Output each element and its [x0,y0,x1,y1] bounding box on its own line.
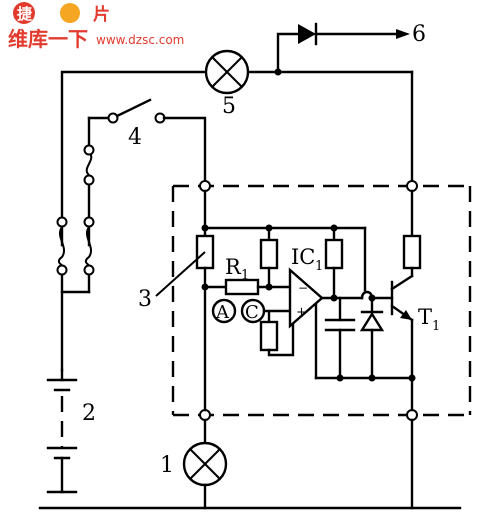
label-6: 6 [412,22,426,47]
label-4: 4 [128,125,142,150]
label-ic1-sub: 1 [315,259,323,274]
watermark-char-2: 片 [93,4,110,25]
watermark-brand: 维库一下 [8,27,88,51]
arrow-right-icon [396,29,410,39]
fuse-switch-column: 4 [56,98,207,372]
label-1: 1 [160,453,174,478]
label-ic1: IC [291,245,315,269]
diode-top-icon [298,24,316,44]
watermark-logo-icon [13,2,35,24]
label-r1: R [225,255,242,279]
switch-4-lever [115,98,152,118]
lamp-1: 1 [160,418,228,510]
resistor-bias [259,238,279,270]
resistor-pullup [324,238,344,270]
switch-contact-left [107,112,119,124]
label-r1-sub: 1 [241,268,249,283]
watermark-url: www.dzsc.com [96,33,184,47]
ic1-minus: − [298,281,308,295]
watermark: 捷 片 维库一下 www.dzsc.com [8,2,184,51]
ground-rails [38,418,462,510]
meter-a-label: A [215,302,230,323]
diode-branch: 6 [276,22,426,74]
lamp-5: 5 [60,49,414,247]
watermark-char-1: 捷 [17,5,33,23]
zener-diode-icon [359,311,385,332]
resistor-collector [402,234,422,270]
leader-3 [155,251,206,297]
meter-a-icon [211,298,237,324]
watermark-star-icon [60,3,80,23]
transistor-emitter-arrow-icon [400,310,412,320]
label-t1: T [418,305,432,329]
label-t1-sub: 1 [432,319,440,334]
label-2: 2 [82,401,96,426]
regulator-enclosure [171,180,472,421]
label-5: 5 [222,94,236,119]
comparator-ic1 [288,267,324,329]
meter-c-label: C [245,302,259,323]
ic1-plus: + [296,305,307,320]
label-3: 3 [138,287,152,312]
resistor-ref [259,320,279,352]
battery-2: 2 [46,368,96,494]
regulator-circuit: 3 R 1 A C − + IC 1 [138,189,440,412]
